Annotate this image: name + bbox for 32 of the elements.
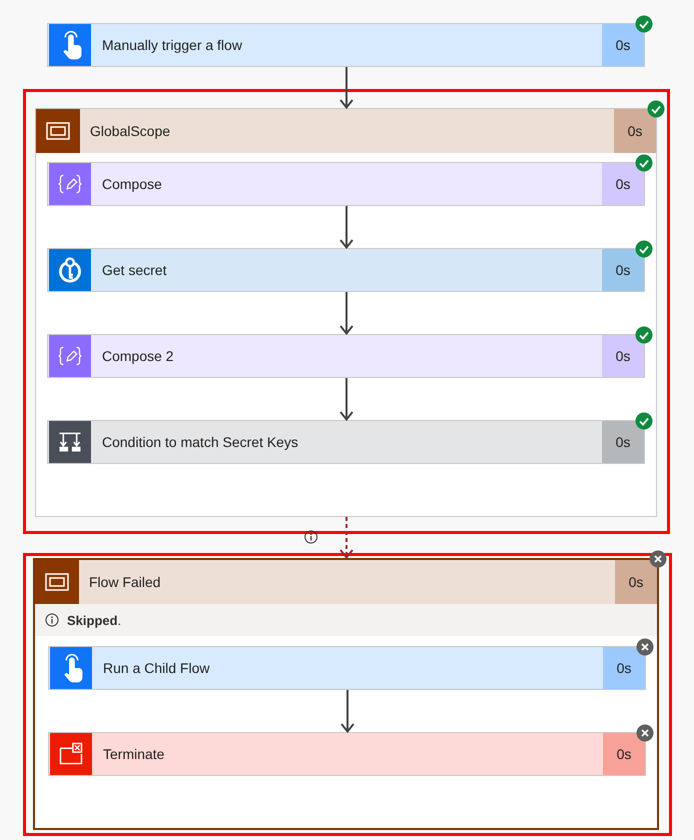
duration-label: 0s (615, 560, 657, 604)
duration-label: 0s (603, 733, 645, 775)
status-message: Skipped. (67, 612, 122, 628)
action-title: Condition to match Secret Keys (101, 434, 298, 450)
action-card (48, 732, 646, 776)
action-title: Compose 2 (101, 348, 174, 364)
action-title: Compose (101, 176, 162, 192)
action-card (47, 23, 645, 67)
action-card (47, 420, 645, 464)
action-card (48, 646, 646, 690)
scope-title: GlobalScope (89, 123, 170, 139)
arrow (340, 378, 354, 420)
action-card (47, 248, 645, 292)
arrow (340, 67, 354, 108)
action-title: Manually trigger a flow (101, 37, 242, 53)
duration-label: 0s (602, 163, 644, 205)
duration-label: 0s (602, 421, 644, 463)
action-title: Get secret (101, 262, 167, 278)
duration-label: 0s (602, 24, 644, 66)
arrow (340, 292, 354, 334)
scope-title: Flow Failed (88, 574, 161, 590)
arrow (340, 206, 354, 248)
action-title: Run a Child Flow (102, 660, 210, 676)
duration-label: 0s (602, 249, 644, 291)
action-card (47, 334, 645, 378)
action-card (47, 162, 645, 206)
duration-label: 0s (603, 647, 645, 689)
dashed-arrow (340, 517, 354, 558)
duration-label: 0s (614, 109, 656, 153)
arrow (340, 690, 354, 732)
duration-label: 0s (602, 335, 644, 377)
action-title: Terminate (102, 746, 164, 762)
